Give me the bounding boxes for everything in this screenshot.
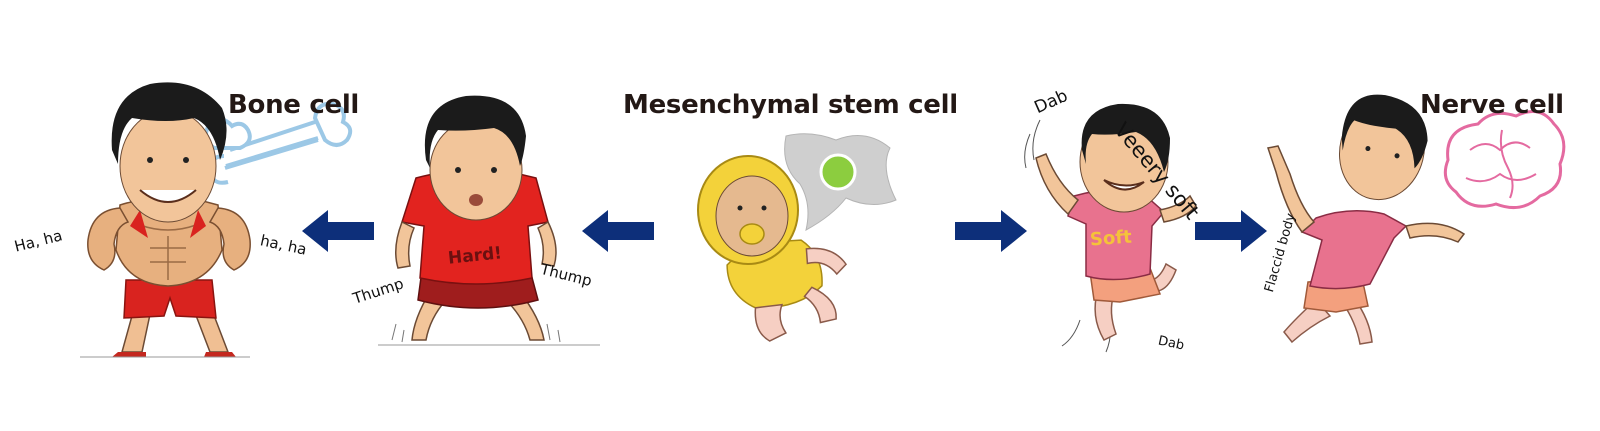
bone-cell-figure (80, 82, 353, 358)
bone-cell-label: Bone cell (228, 90, 360, 120)
stem-cell-icon (784, 133, 897, 231)
nerve-cell-label: Nerve cell (1420, 90, 1564, 120)
soft-figure (1024, 103, 1197, 353)
arrow-right-icon (1195, 210, 1267, 252)
mesenchymal-stem-cell-label: Mesenchymal stem cell (623, 90, 958, 120)
nerve-cell-figure (1267, 94, 1566, 345)
arrow-left-icon (302, 210, 374, 252)
arrow-right-icon (955, 210, 1027, 252)
thump-figure (378, 95, 600, 346)
brain-icon (1443, 110, 1566, 210)
arrow-left-icon (582, 210, 654, 252)
shirt-soft-text: Soft (1089, 226, 1133, 251)
stem-cell-figure (697, 133, 897, 342)
